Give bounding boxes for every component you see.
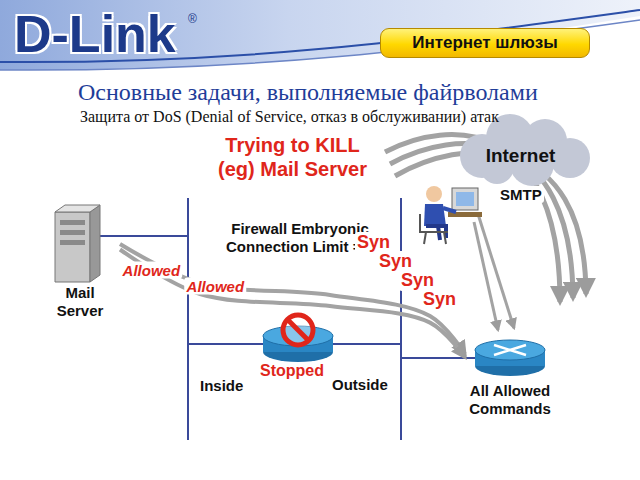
title-box: Интернет шлюзы [380,28,590,58]
header-swoosh [0,0,640,70]
cloud-part [550,138,590,178]
zone-label: Outside [332,376,388,393]
connection-arrow [120,250,465,358]
monitor [452,188,478,210]
slide-title: Основные задачи, выполняемые файрволами [78,79,538,106]
drive-slot [60,230,85,235]
router-arrows [494,345,526,355]
server-top [55,205,100,212]
chair [420,214,448,244]
subtitle: Защита от DoS (Denial of Service, отказ … [80,108,499,126]
attacker-head [426,186,442,202]
mail-server: Mail Server [40,206,120,320]
inside-segment [187,198,189,440]
node-text: Интернет шлюзы [412,33,558,53]
protocol-label: SMTP [498,186,544,203]
server-front [55,212,90,282]
wire [333,343,401,345]
outside-router: All Allowed Commands [465,338,555,418]
no-sign [283,315,313,345]
connection-arrow [120,244,465,354]
wire [188,343,263,345]
syn-packet: Syn [421,289,458,310]
node-text: All Allowed Commands [465,382,555,418]
syn-packet: Syn [377,251,414,272]
status-label: Stopped [258,362,326,380]
drive-slot [60,240,85,245]
attacker-arm [443,208,456,212]
no-sign-slash [288,320,308,340]
edge-label: Allowed [121,261,183,278]
logo: D-Link [14,4,176,64]
syn-packet: Syn [355,232,392,253]
router-top [475,340,545,360]
server-side [90,205,100,282]
zone-label: Inside [200,377,243,394]
outside-segment [400,198,402,440]
screen [456,192,474,206]
attacker-body [424,204,446,226]
node-text: Internet [458,145,583,167]
wire [100,235,188,237]
drive-slot [60,220,85,225]
edge-label: Allowed [185,278,247,295]
attack-line [474,222,498,330]
internet-cloud: Internet [458,145,583,167]
registered-mark: ® [188,12,197,26]
syn-packet: Syn [399,270,436,291]
node-text: Mail Server [40,284,120,320]
attack-caption: Trying to KILL (eg) Mail Server [205,133,380,181]
